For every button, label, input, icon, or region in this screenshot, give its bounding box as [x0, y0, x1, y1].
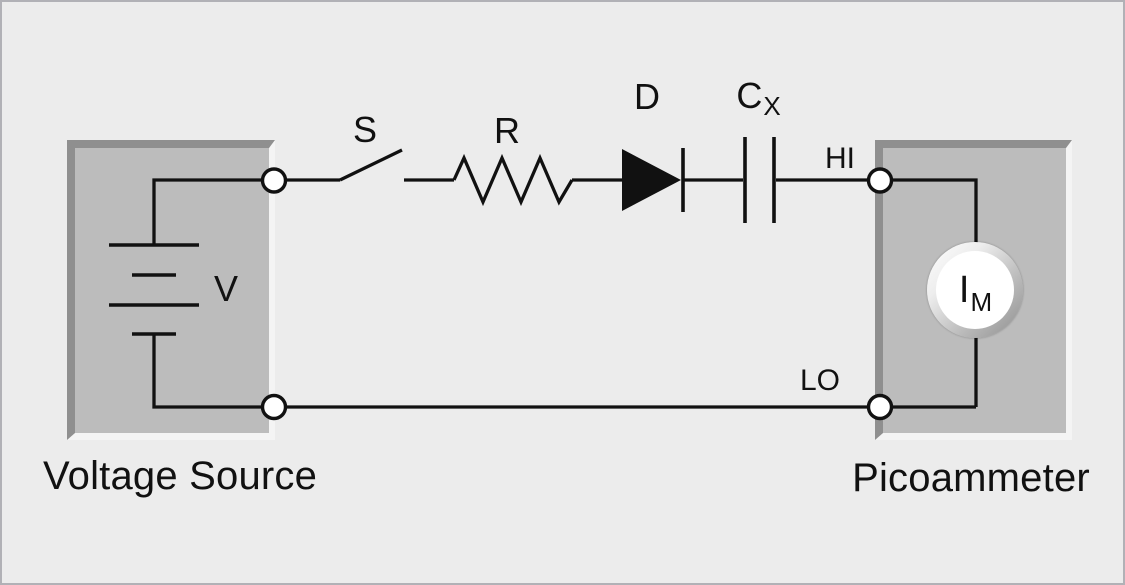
hi-terminal-label: HI	[825, 142, 855, 175]
voltage-source-box	[67, 140, 275, 440]
resistor-symbol	[452, 153, 574, 207]
diode-label: D	[634, 76, 660, 117]
switch-label: S	[352, 109, 378, 150]
current-meter-ring: IM	[927, 242, 1023, 338]
battery-top-lead-wire	[152, 178, 340, 245]
voltage-source-title: Voltage Source	[42, 454, 318, 498]
voltage-source-hi-terminal	[260, 167, 288, 194]
battery-voltage-label: V	[213, 268, 239, 309]
lo-rail-wire	[152, 334, 976, 409]
resistor-label: R	[494, 110, 520, 151]
capacitor-label-main: C	[736, 75, 763, 116]
diode-symbol	[622, 149, 681, 211]
meter-label-main: I	[958, 269, 970, 311]
picoammeter-lo-terminal	[866, 393, 894, 421]
voltage-source-lo-terminal	[260, 393, 288, 421]
current-meter-face: IM	[936, 251, 1014, 329]
picoammeter-hi-terminal	[866, 167, 894, 194]
switch-blade	[339, 148, 403, 182]
lo-terminal-label: LO	[799, 364, 841, 397]
picoammeter-title: Picoammeter	[852, 456, 1090, 500]
meter-label-sub: M	[970, 287, 993, 317]
meter-label: IM	[958, 269, 992, 315]
capacitor-label: CX	[736, 75, 780, 120]
capacitor-label-sub: X	[763, 91, 781, 121]
